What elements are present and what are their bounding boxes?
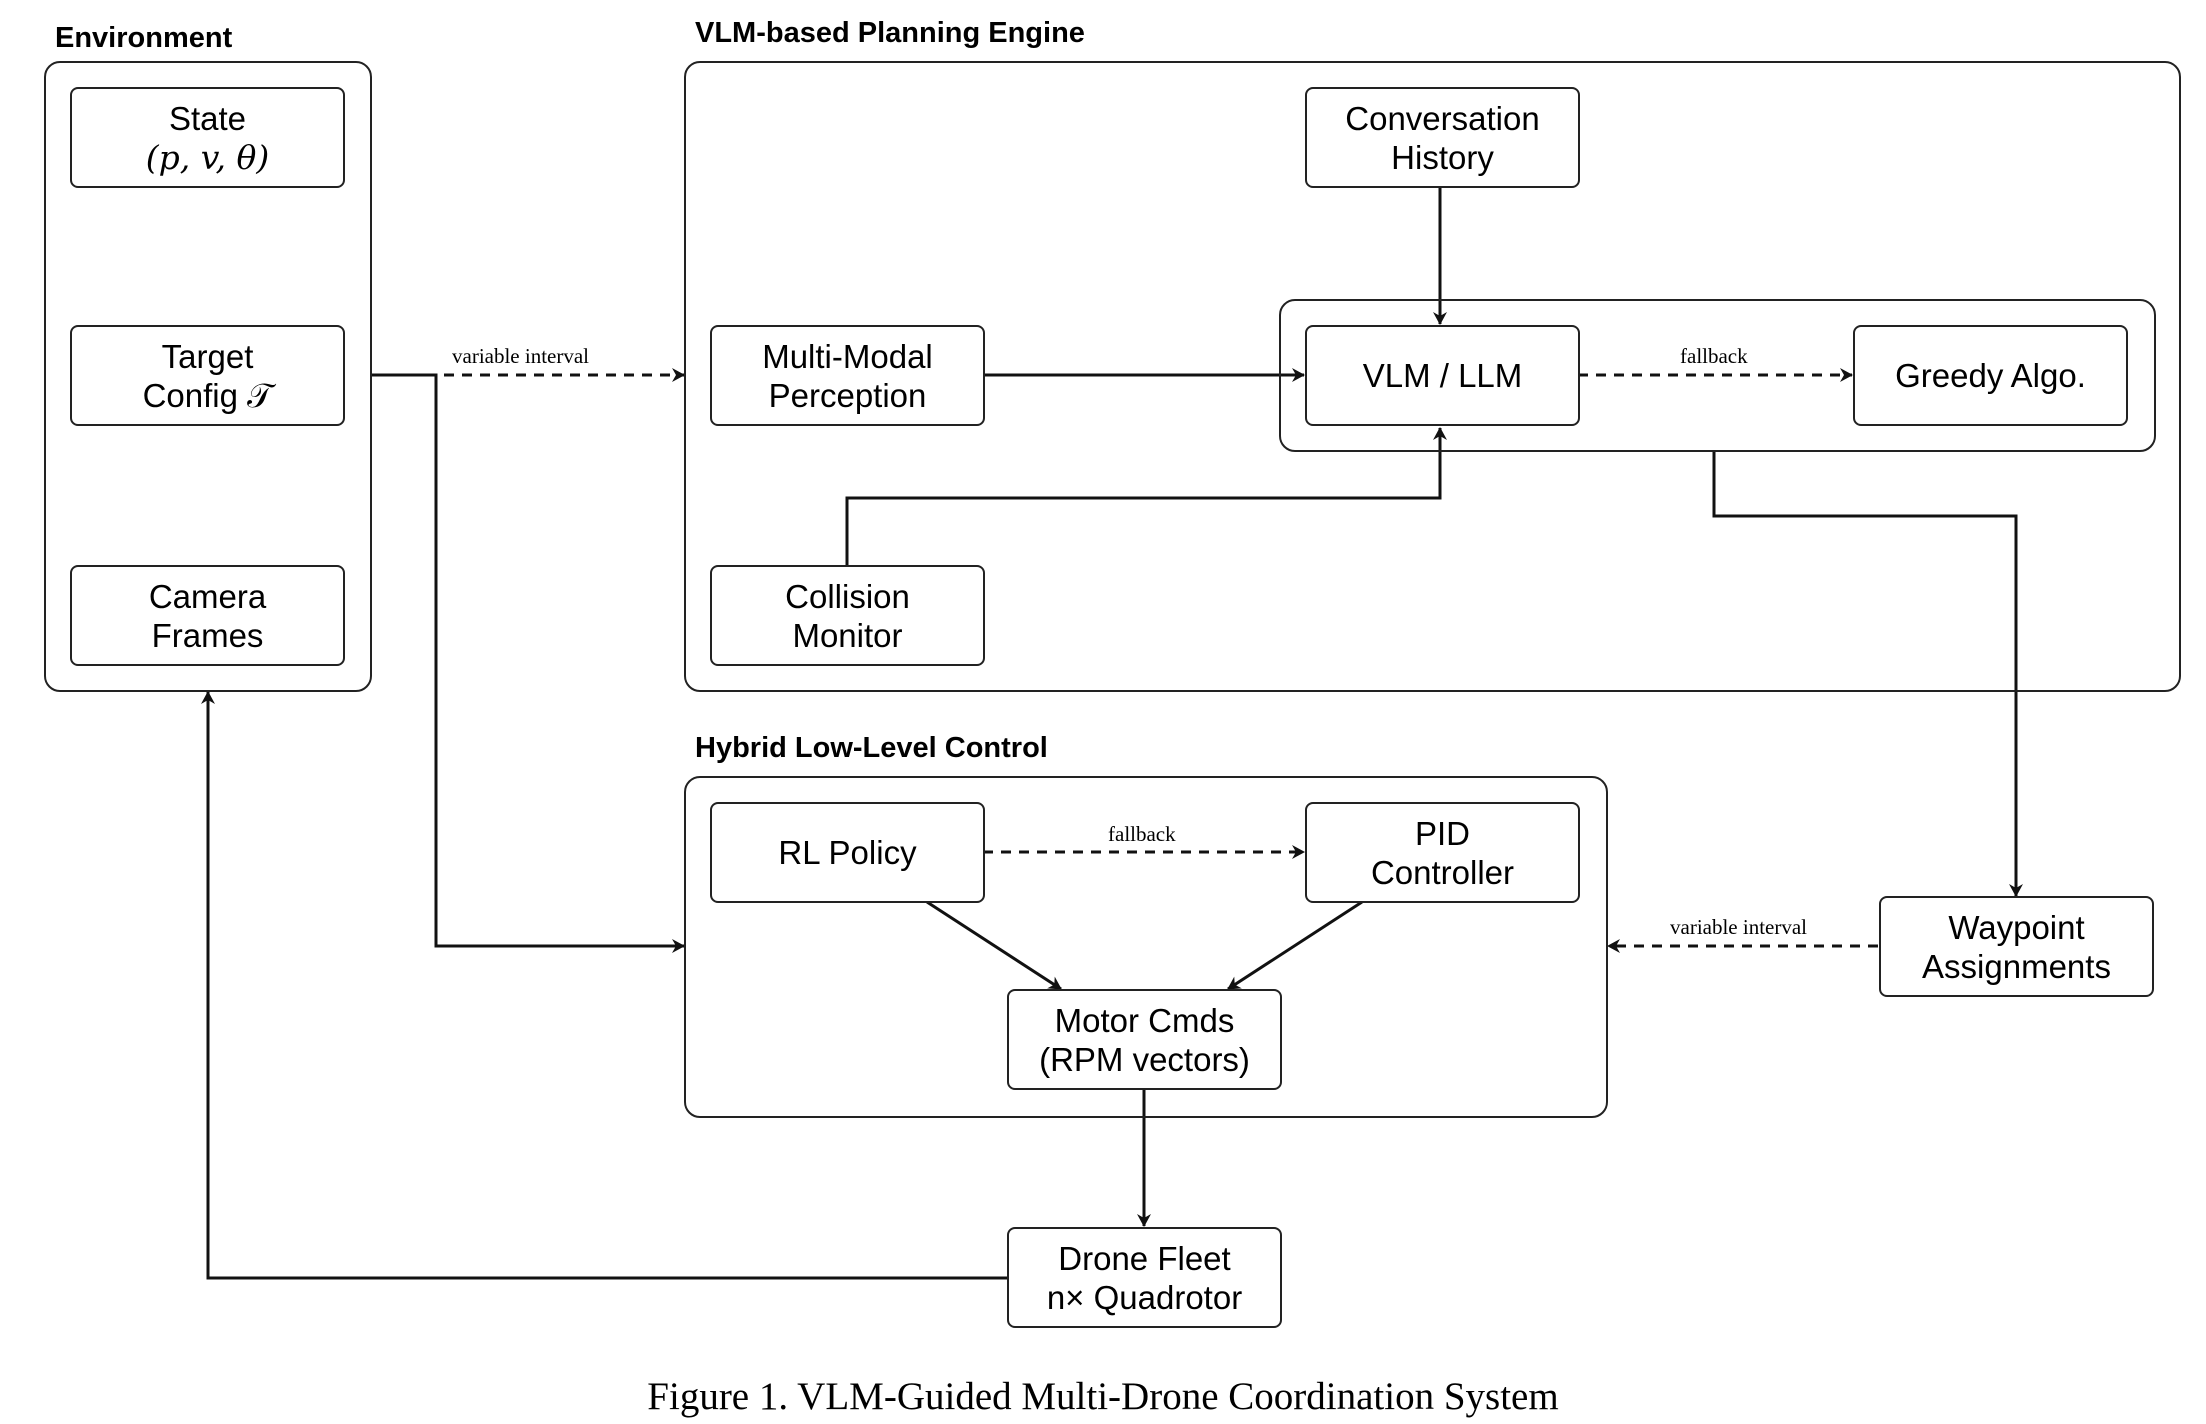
target-config-node-line1: Target (161, 337, 254, 375)
motor-cmds-node-line2: (RPM vectors) (1039, 1040, 1250, 1078)
vlm-llm-node-label: VLM / LLM (1362, 357, 1523, 394)
vlm-fallback-subgroup (1279, 299, 2156, 452)
edge-label-waypoint-interval: variable interval (1670, 915, 1808, 940)
drone-fleet-node: Drone Fleet n× Quadrotor (1007, 1227, 1282, 1328)
edge-label-rl-fallback: fallback (1108, 822, 1176, 847)
waypoint-assignments-node-line1: Waypoint (1948, 908, 2085, 946)
control-group-title: Hybrid Low-Level Control (695, 732, 1048, 764)
conversation-history-node: Conversation History (1305, 87, 1580, 188)
target-config-node: Target Config 𝒯 (70, 325, 345, 426)
multi-modal-perception-node-line2: Perception (768, 376, 927, 414)
waypoint-assignments-node-line2: Assignments (1922, 947, 2111, 985)
planning-group-title: VLM-based Planning Engine (695, 17, 1085, 49)
drone-fleet-node-line2: n× Quadrotor (1046, 1278, 1243, 1316)
multi-modal-perception-node: Multi-Modal Perception (710, 325, 985, 426)
figure-caption: Figure 1. VLM-Guided Multi-Drone Coordin… (647, 1375, 1559, 1418)
multi-modal-perception-node-line1: Multi-Modal (762, 337, 933, 375)
waypoint-assignments-node: Waypoint Assignments (1879, 896, 2154, 997)
edge-pid-to-motor (1227, 900, 1363, 991)
conversation-history-node-line2: History (1391, 138, 1494, 176)
motor-cmds-node-line1: Motor Cmds (1054, 1001, 1235, 1039)
target-config-node-line2: Config 𝒯 (142, 376, 273, 414)
pid-controller-node-line2: Controller (1370, 853, 1515, 891)
camera-frames-node-line1: Camera (148, 577, 267, 615)
conversation-history-node-line1: Conversation (1345, 99, 1540, 137)
collision-monitor-node-line1: Collision (785, 577, 910, 615)
edge-rl-to-motor (926, 900, 1062, 991)
motor-cmds-node: Motor Cmds (RPM vectors) (1007, 989, 1282, 1090)
camera-frames-node-line2: Frames (151, 616, 264, 654)
environment-group (44, 61, 372, 692)
state-node-vector: (p, v, θ) (145, 137, 270, 177)
greedy-algo-node: Greedy Algo. (1853, 325, 2128, 426)
edge-fleet-to-environment (201, 691, 1007, 1280)
edge-env-to-control (372, 373, 685, 953)
collision-monitor-node: Collision Monitor (710, 565, 985, 666)
camera-frames-node: Camera Frames (70, 565, 345, 666)
edge-collision-to-vlm (845, 427, 1447, 565)
edge-vlm-group-to-waypoint (1712, 452, 2023, 897)
edge-label-vlm-fallback: fallback (1680, 344, 1748, 369)
greedy-algo-node-label: Greedy Algo. (1895, 357, 2086, 394)
rl-policy-node: RL Policy (710, 802, 985, 903)
drone-fleet-node-line1: Drone Fleet (1058, 1239, 1231, 1277)
state-node-title: State (168, 99, 247, 137)
planning-engine-group (684, 61, 2181, 692)
pid-controller-node-line1: PID (1414, 814, 1470, 852)
state-node: State (p, v, θ) (70, 87, 345, 188)
pid-controller-node: PID Controller (1305, 802, 1580, 903)
vlm-llm-node: VLM / LLM (1305, 325, 1580, 426)
low-level-control-group (684, 776, 1608, 1118)
rl-policy-node-label: RL Policy (778, 834, 917, 871)
environment-group-title: Environment (55, 22, 233, 54)
collision-monitor-node-line2: Monitor (792, 616, 903, 654)
edge-label-env-interval: variable interval (452, 344, 590, 369)
